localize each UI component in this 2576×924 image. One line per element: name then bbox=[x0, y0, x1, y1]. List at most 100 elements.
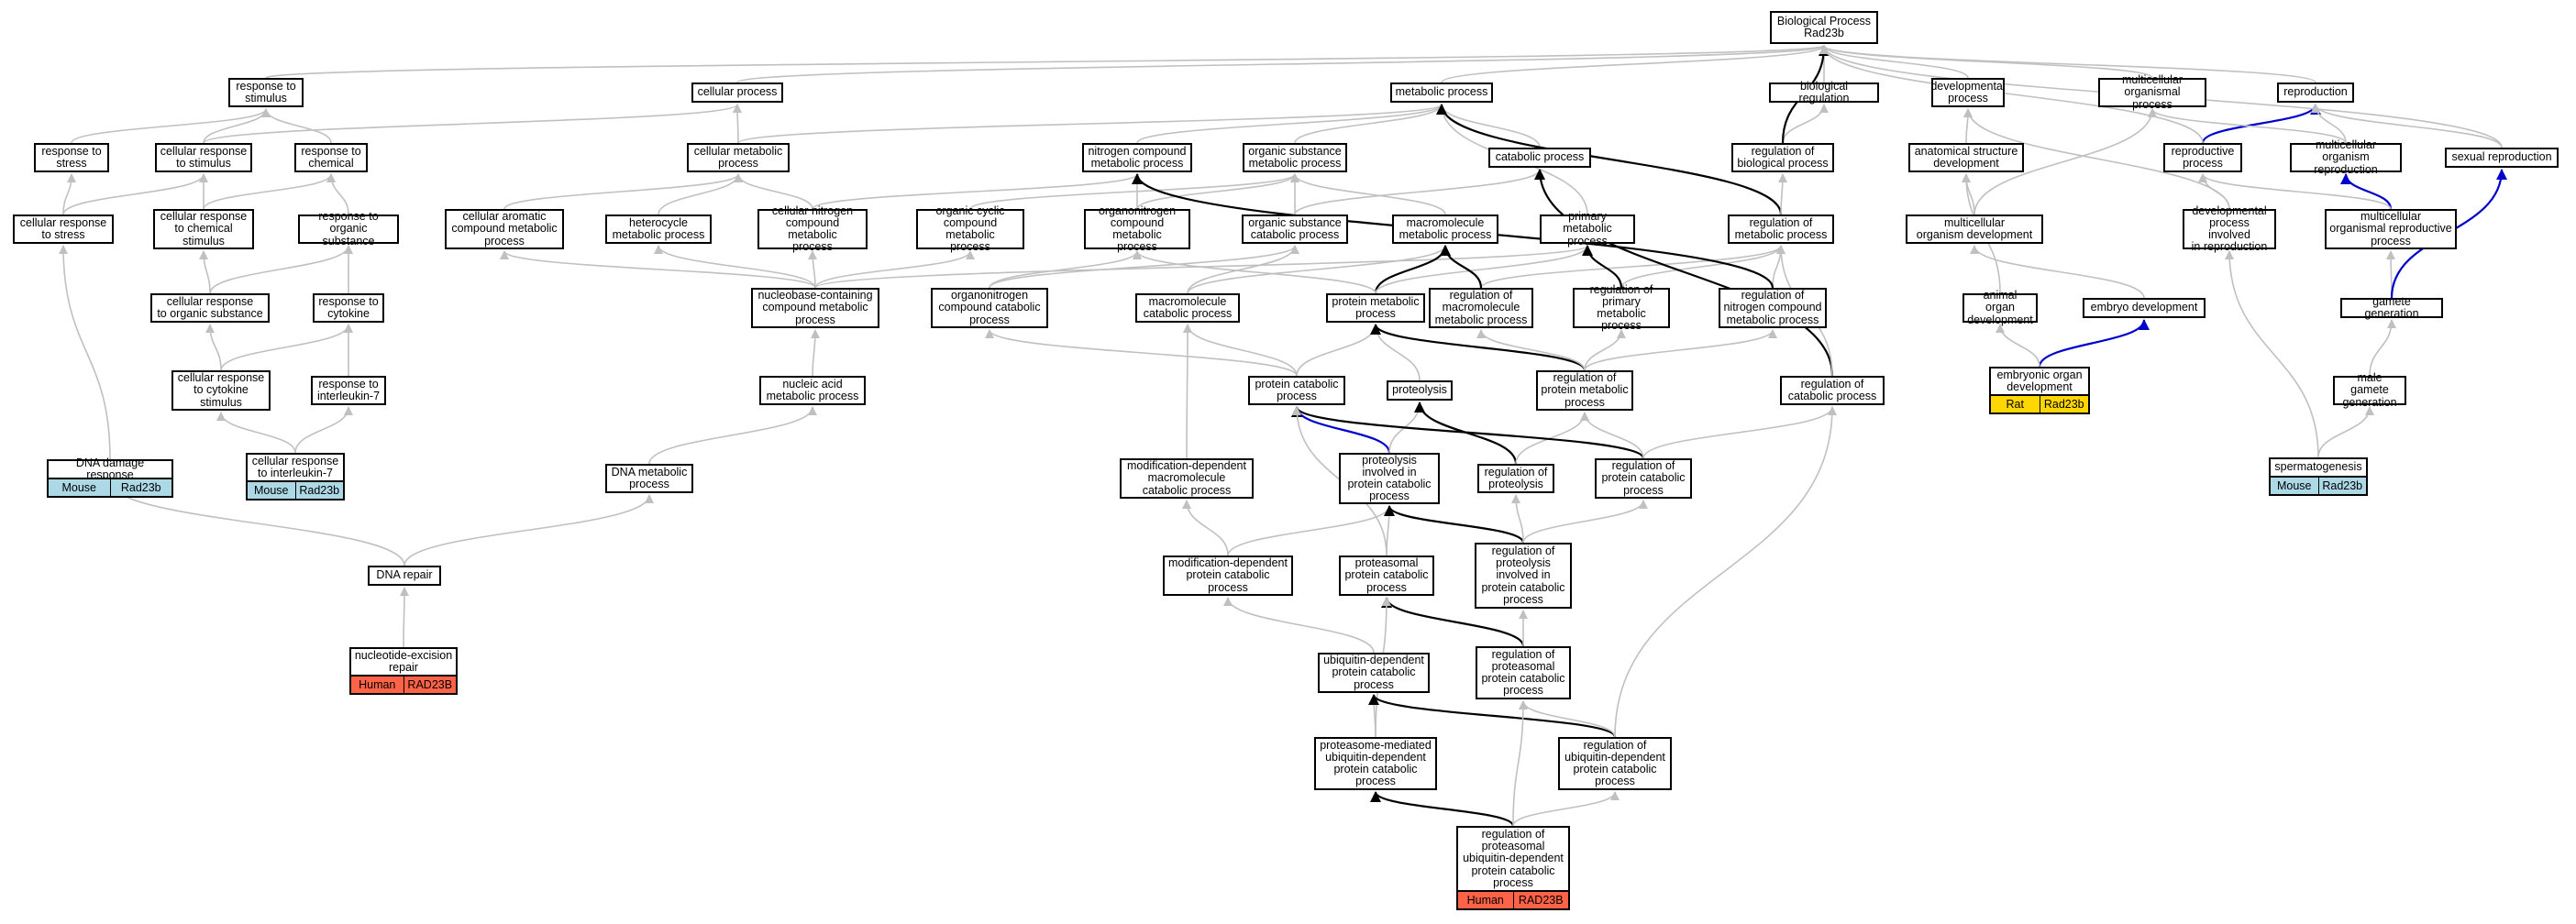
edge-cell_resp_chem-to-resp_chem bbox=[203, 173, 336, 210]
go-term-macro_metab[interactable]: macromolecule metabolic process bbox=[1392, 214, 1498, 244]
go-term-reg_macro[interactable]: regulation of macromolecule metabolic pr… bbox=[1429, 288, 1533, 328]
go-term-resp_org_sub[interactable]: response to organic substance bbox=[298, 211, 399, 247]
go-term-organonit_cat[interactable]: organonitrogen compound catabolic proces… bbox=[931, 288, 1048, 328]
edge-cell_arom-to-cell_metab bbox=[503, 173, 743, 210]
go-term-cell_resp_stim[interactable]: cellular response to stimulus bbox=[155, 143, 252, 172]
go-term-prot_metab[interactable]: protein metabolic process bbox=[1326, 293, 1425, 323]
go-term-gamete_gen[interactable]: gamete generation bbox=[2340, 294, 2443, 320]
go-term-org_sub[interactable]: organic substance metabolic process bbox=[1243, 143, 1347, 172]
go-term-prim_metab[interactable]: primary metabolic process bbox=[1540, 211, 1635, 247]
go-term-dev_proc[interactable]: developmental process bbox=[1930, 78, 2006, 107]
tag-species: Mouse bbox=[61, 481, 97, 494]
go-term-nucleic[interactable]: nucleic acid metabolic process bbox=[759, 376, 866, 405]
go-term-resp_stress[interactable]: response to stress bbox=[34, 143, 109, 172]
go-term-label: metabolic process bbox=[1395, 85, 1488, 99]
go-term-proteolysis[interactable]: proteolysis bbox=[1387, 380, 1453, 401]
go-term-cell_resp_chem[interactable]: cellular response to chemical stimulus bbox=[153, 209, 254, 249]
edge-spermato-to-male_gamete bbox=[2317, 406, 2374, 458]
tag-gene: RAD23B bbox=[1512, 892, 1569, 908]
go-term-hetero[interactable]: heterocycle metabolic process bbox=[605, 214, 712, 244]
go-term-reg_bio[interactable]: regulation of biological process bbox=[1731, 143, 1834, 172]
go-term-cell_metab[interactable]: cellular metabolic process bbox=[687, 143, 790, 172]
go-term-ubiq_dep[interactable]: ubiquitin-dependent protein catabolic pr… bbox=[1318, 653, 1430, 693]
go-term-label: biological regulation bbox=[1798, 79, 1850, 104]
go-term-reg_proteolysis_inv[interactable]: regulation of proteolysis involved in pr… bbox=[1475, 543, 1572, 609]
go-term-reg_prot_cat[interactable]: regulation of protein catabolic process bbox=[1595, 458, 1692, 499]
go-term-reg_proteasomal[interactable]: regulation of proteasomal protein catabo… bbox=[1476, 646, 1571, 699]
go-term-label: gamete generation bbox=[2364, 294, 2419, 320]
go-term-org_cyc[interactable]: organic cyclic compound metabolic proces… bbox=[916, 204, 1024, 253]
go-term-reg_prim[interactable]: regulation of primary metabolic process bbox=[1573, 283, 1670, 332]
tag-species: Mouse bbox=[2276, 479, 2312, 492]
go-term-resp_chem[interactable]: response to chemical bbox=[294, 143, 368, 172]
go-term-embryo_dev[interactable]: embryo development bbox=[2083, 298, 2206, 318]
go-term-mod_dep_prot[interactable]: modification-dependent protein catabolic… bbox=[1163, 556, 1293, 596]
go-term-emb_organ[interactable]: embryonic organ development bbox=[1989, 367, 2090, 396]
go-term-macro_cat[interactable]: macromolecule catabolic process bbox=[1135, 293, 1240, 323]
go-term-anat_dev[interactable]: anatomical structure development bbox=[1908, 143, 2024, 172]
go-term-resp_il7[interactable]: response to interleukin-7 bbox=[311, 376, 386, 405]
go-term-cell_resp_org[interactable]: cellular response to organic substance bbox=[150, 293, 270, 323]
go-term-nucleotide_exc[interactable]: nucleotide-excision repair bbox=[349, 647, 458, 676]
go-term-nit_comp[interactable]: nitrogen compound metabolic process bbox=[1082, 143, 1192, 172]
tag-gene: Rad23b bbox=[2039, 396, 2089, 412]
go-term-label: response to organic substance bbox=[318, 210, 379, 248]
go-term-mc_org_repro[interactable]: multicellular organism reproduction bbox=[2290, 139, 2402, 175]
go-term-dna_repair[interactable]: DNA repair bbox=[368, 566, 441, 586]
go-term-male_gamete[interactable]: male gamete generation bbox=[2333, 372, 2406, 408]
go-term-repro[interactable]: reproduction bbox=[2277, 82, 2354, 103]
go-term-reg_proteolysis[interactable]: regulation of proteolysis bbox=[1477, 464, 1554, 493]
go-term-resp_stim[interactable]: response to stimulus bbox=[228, 78, 304, 107]
go-term-proteolysis_inv[interactable]: proteolysis involved in protein cataboli… bbox=[1339, 453, 1440, 504]
edge-reg_metab-to-metab bbox=[1436, 104, 1783, 215]
go-term-cell_resp_il7[interactable]: cellular response to interleukin-7 bbox=[246, 453, 345, 482]
go-term-cell_resp_stress[interactable]: cellular response to stress bbox=[13, 214, 114, 244]
go-term-proteasomal[interactable]: proteasomal protein catabolic process bbox=[1339, 556, 1434, 596]
go-term-cell_nit[interactable]: cellular nitrogen compound metabolic pro… bbox=[757, 204, 868, 253]
edge-repro-to-bp bbox=[1819, 45, 2316, 83]
go-term-cell_proc[interactable]: cellular process bbox=[691, 82, 783, 103]
go-term-dna_metab[interactable]: DNA metabolic process bbox=[605, 464, 693, 493]
go-term-bp[interactable]: Biological Process Rad23b bbox=[1770, 11, 1878, 44]
go-term-resp_cyto[interactable]: response to cytokine bbox=[313, 293, 384, 323]
go-term-prot_cat[interactable]: protein catabolic process bbox=[1248, 376, 1345, 405]
go-term-repro_proc[interactable]: reproductive process bbox=[2163, 143, 2242, 172]
go-term-metab[interactable]: metabolic process bbox=[1390, 82, 1493, 103]
edge-cell_resp_org-to-resp_org_sub bbox=[209, 245, 353, 294]
go-term-dna_damage[interactable]: DNA damage response bbox=[47, 456, 173, 481]
go-term-mc_org[interactable]: multicellular organismal process bbox=[2098, 74, 2206, 110]
tag-gene: Rad23b bbox=[109, 479, 172, 496]
go-term-mc_repro_proc[interactable]: multicellular organismal reproductive pr… bbox=[2325, 209, 2457, 249]
tag-gene: Rad23b bbox=[294, 482, 344, 499]
go-term-spermato[interactable]: spermatogenesis bbox=[2269, 457, 2368, 478]
go-term-bio_reg[interactable]: biological regulation bbox=[1769, 79, 1879, 104]
go-term-reg_prot_metab[interactable]: regulation of protein metabolic process bbox=[1536, 370, 1633, 411]
go-term-reg_metab[interactable]: regulation of metabolic process bbox=[1728, 214, 1834, 244]
edge-cell_resp_stim-to-resp_stim bbox=[203, 108, 271, 144]
edge-reg_proteasomal-to-proteasomal bbox=[1381, 597, 1525, 647]
go-term-org_sub_cat[interactable]: organic substance catabolic process bbox=[1242, 214, 1348, 244]
go-term-mod_dep_macro[interactable]: modification-dependent macromolecule cat… bbox=[1120, 458, 1254, 499]
go-term-dev_repro[interactable]: developmental process involved in reprod… bbox=[2183, 204, 2276, 253]
go-term-reg_cat[interactable]: regulation of catabolic process bbox=[1780, 376, 1885, 405]
go-term-sex_repro[interactable]: sexual reproduction bbox=[2445, 148, 2559, 168]
go-term-label: modification-dependent macromolecule cat… bbox=[1127, 459, 1246, 497]
go-term-cell_arom[interactable]: cellular aromatic compound metabolic pro… bbox=[445, 209, 564, 249]
go-term-catab[interactable]: catabolic process bbox=[1488, 148, 1591, 168]
go-term-label: multicellular organism development bbox=[1916, 215, 2033, 241]
edge-reg_bio-to-bio_reg bbox=[1782, 104, 1829, 144]
go-term-reg_ubiq[interactable]: regulation of ubiquitin-dependent protei… bbox=[1558, 737, 1672, 790]
go-term-label: proteolysis involved in protein cataboli… bbox=[1347, 453, 1432, 503]
go-term-label: multicellular organismal reproductive pr… bbox=[2329, 210, 2452, 248]
go-term-nucleobase[interactable]: nucleobase-containing compound metabolic… bbox=[751, 288, 879, 328]
go-term-proteasome_med[interactable]: proteasome-mediated ubiquitin-dependent … bbox=[1314, 737, 1437, 790]
go-term-organonit[interactable]: organonitrogen compound metabolic proces… bbox=[1084, 204, 1190, 253]
go-term-reg_nit[interactable]: regulation of nitrogen compound metaboli… bbox=[1719, 288, 1827, 328]
go-term-label: regulation of proteasomal protein catabo… bbox=[1481, 647, 1565, 698]
go-term-cell_resp_cyto[interactable]: cellular response to cytokine stimulus bbox=[171, 370, 271, 411]
go-term-reg_proteasomal_ubiq[interactable]: regulation of proteasomal ubiquitin-depe… bbox=[1456, 826, 1570, 892]
edge-resp_chem-to-resp_stim bbox=[261, 108, 332, 144]
go-term-animal_organ[interactable]: animal organ development bbox=[1962, 290, 2038, 325]
go-term-mc_org_dev[interactable]: multicellular organism development bbox=[1906, 214, 2043, 244]
